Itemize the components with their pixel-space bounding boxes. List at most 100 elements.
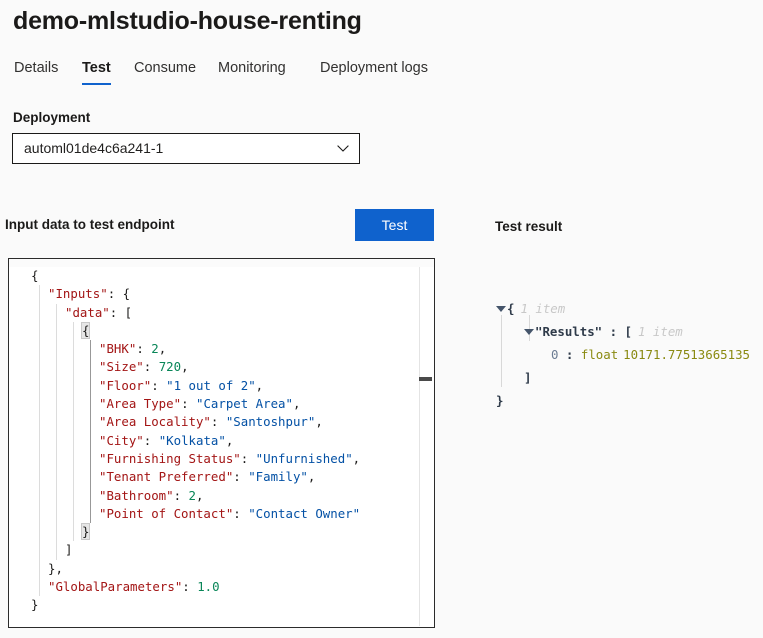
json-token-str: "Family" bbox=[248, 469, 308, 485]
json-token-key: "Furnishing Status" bbox=[99, 450, 241, 466]
indent-guide bbox=[39, 578, 40, 597]
json-token-punct: : bbox=[233, 505, 249, 521]
indent-guide bbox=[73, 376, 74, 396]
tab-bar: Details Test Consume Monitoring Deployment l… bbox=[0, 60, 763, 92]
json-token-punct: : bbox=[136, 341, 152, 357]
json-code-line: { bbox=[9, 267, 434, 285]
editor-scrollbar-thumb[interactable] bbox=[419, 377, 432, 381]
json-line-content: "Tenant Preferred": "Family", bbox=[31, 469, 315, 484]
results-bracket-close: ] bbox=[524, 370, 532, 385]
json-line-content: } bbox=[31, 523, 91, 541]
indent-guide bbox=[39, 559, 40, 579]
test-button[interactable]: Test bbox=[355, 209, 434, 241]
chevron-down-icon bbox=[337, 145, 349, 152]
json-token-punct: , bbox=[255, 377, 264, 393]
json-token-punct: : bbox=[182, 579, 198, 595]
indent-guide bbox=[56, 376, 57, 396]
json-token-key: "data" bbox=[65, 304, 110, 320]
json-token-key: "Area Locality" bbox=[99, 414, 211, 430]
json-token-str: "Unfurnished" bbox=[255, 450, 353, 466]
deployment-dropdown[interactable]: automl01de4c6a241-1 bbox=[12, 133, 360, 164]
json-token-punct: , bbox=[352, 450, 361, 466]
tab-consume[interactable]: Consume bbox=[134, 60, 196, 85]
indent-guide bbox=[56, 523, 57, 542]
json-token-key: "Tenant Preferred" bbox=[99, 469, 234, 485]
json-token-punct: : bbox=[151, 377, 167, 393]
indent-guide bbox=[73, 413, 74, 432]
json-token-punct: , bbox=[196, 487, 204, 503]
json-token-punct: : [ bbox=[109, 304, 133, 320]
json-input-editor[interactable]: {"Inputs": {"data": [{"BHK": 2,"Size": 7… bbox=[8, 258, 435, 628]
json-code-line: } bbox=[9, 523, 434, 542]
json-token-key: "Bathroom" bbox=[99, 487, 174, 503]
tree-guide-results bbox=[529, 315, 530, 341]
json-code-line: "Inputs": { bbox=[9, 285, 434, 304]
json-token-punct: , bbox=[307, 469, 316, 485]
json-code-line: "Area Locality": "Santoshpur", bbox=[9, 413, 434, 432]
indent-guide bbox=[39, 358, 40, 377]
json-token-punct: } bbox=[80, 523, 91, 541]
tree-guide-root bbox=[501, 315, 502, 387]
json-token-key: "GlobalParameters" bbox=[48, 579, 183, 595]
json-token-key: "Floor" bbox=[99, 377, 152, 393]
json-token-punct: : bbox=[181, 396, 196, 412]
json-token-punct: { bbox=[31, 268, 39, 283]
indent-guide bbox=[39, 413, 40, 432]
indent-guide bbox=[90, 504, 91, 524]
json-token-punct: : bbox=[240, 450, 256, 466]
indent-guide bbox=[56, 504, 57, 524]
tab-test[interactable]: Test bbox=[82, 60, 111, 85]
json-token-key: "City" bbox=[99, 432, 144, 448]
editor-top-strip bbox=[9, 259, 434, 267]
json-token-key: "BHK" bbox=[99, 341, 137, 357]
tab-deployment-logs[interactable]: Deployment logs bbox=[320, 60, 428, 85]
collapse-triangle-icon[interactable] bbox=[524, 328, 534, 335]
json-code-area[interactable]: {"Inputs": {"data": [{"BHK": 2,"Size": 7… bbox=[9, 267, 434, 627]
indent-guide bbox=[90, 449, 91, 469]
json-code-line: "Bathroom": 2, bbox=[9, 486, 434, 505]
json-line-content: "data": [ bbox=[31, 305, 132, 320]
json-line-content: { bbox=[31, 268, 38, 283]
indent-guide bbox=[39, 449, 40, 469]
indent-guide bbox=[39, 395, 40, 414]
tab-label: Consume bbox=[134, 60, 197, 76]
json-token-punct: , bbox=[158, 341, 167, 357]
editor-scrollbar-track[interactable] bbox=[419, 267, 433, 626]
page-title: demo-mlstudio-house-renting bbox=[13, 7, 362, 35]
json-code-line: "Area Type": "Carpet Area", bbox=[9, 395, 434, 414]
results-bracket-close-row: ] bbox=[496, 366, 761, 389]
json-token-punct: : bbox=[143, 432, 159, 448]
json-line-content: "Furnishing Status": "Unfurnished", bbox=[31, 451, 360, 466]
indent-guide bbox=[73, 395, 74, 414]
indent-guide bbox=[56, 303, 57, 322]
json-code-line: "City": "Kolkata", bbox=[9, 431, 434, 450]
json-line-content: { bbox=[31, 321, 91, 339]
indent-guide bbox=[39, 486, 40, 505]
indent-guide bbox=[56, 431, 57, 450]
json-token-str: "Contact Owner" bbox=[248, 505, 361, 521]
input-data-heading: Input data to test endpoint bbox=[5, 217, 175, 232]
indent-guide bbox=[56, 486, 57, 505]
indent-guide bbox=[90, 395, 91, 414]
json-token-key: "Size" bbox=[99, 359, 144, 375]
collapse-triangle-icon[interactable] bbox=[496, 305, 506, 312]
json-token-punct: : { bbox=[107, 286, 131, 302]
json-token-punct: , bbox=[315, 414, 323, 430]
json-line-content: "Area Locality": "Santoshpur", bbox=[31, 414, 323, 429]
tab-details[interactable]: Details bbox=[14, 60, 58, 85]
indent-guide bbox=[56, 340, 57, 359]
json-token-punct: { bbox=[80, 321, 91, 339]
indent-guide bbox=[39, 303, 40, 322]
json-line-content: } bbox=[31, 597, 38, 612]
json-token-key: "Area Type" bbox=[99, 396, 182, 412]
indent-guide bbox=[73, 321, 74, 341]
tab-monitoring[interactable]: Monitoring bbox=[218, 60, 286, 85]
indent-guide bbox=[90, 376, 91, 396]
json-token-punct: } bbox=[31, 597, 39, 613]
json-code-line: "GlobalParameters": 1.0 bbox=[9, 578, 434, 597]
json-token-punct: : bbox=[143, 359, 159, 375]
indent-guide bbox=[39, 285, 40, 304]
result-root-node: {1 item bbox=[496, 297, 761, 320]
json-token-num: 720 bbox=[158, 359, 182, 375]
